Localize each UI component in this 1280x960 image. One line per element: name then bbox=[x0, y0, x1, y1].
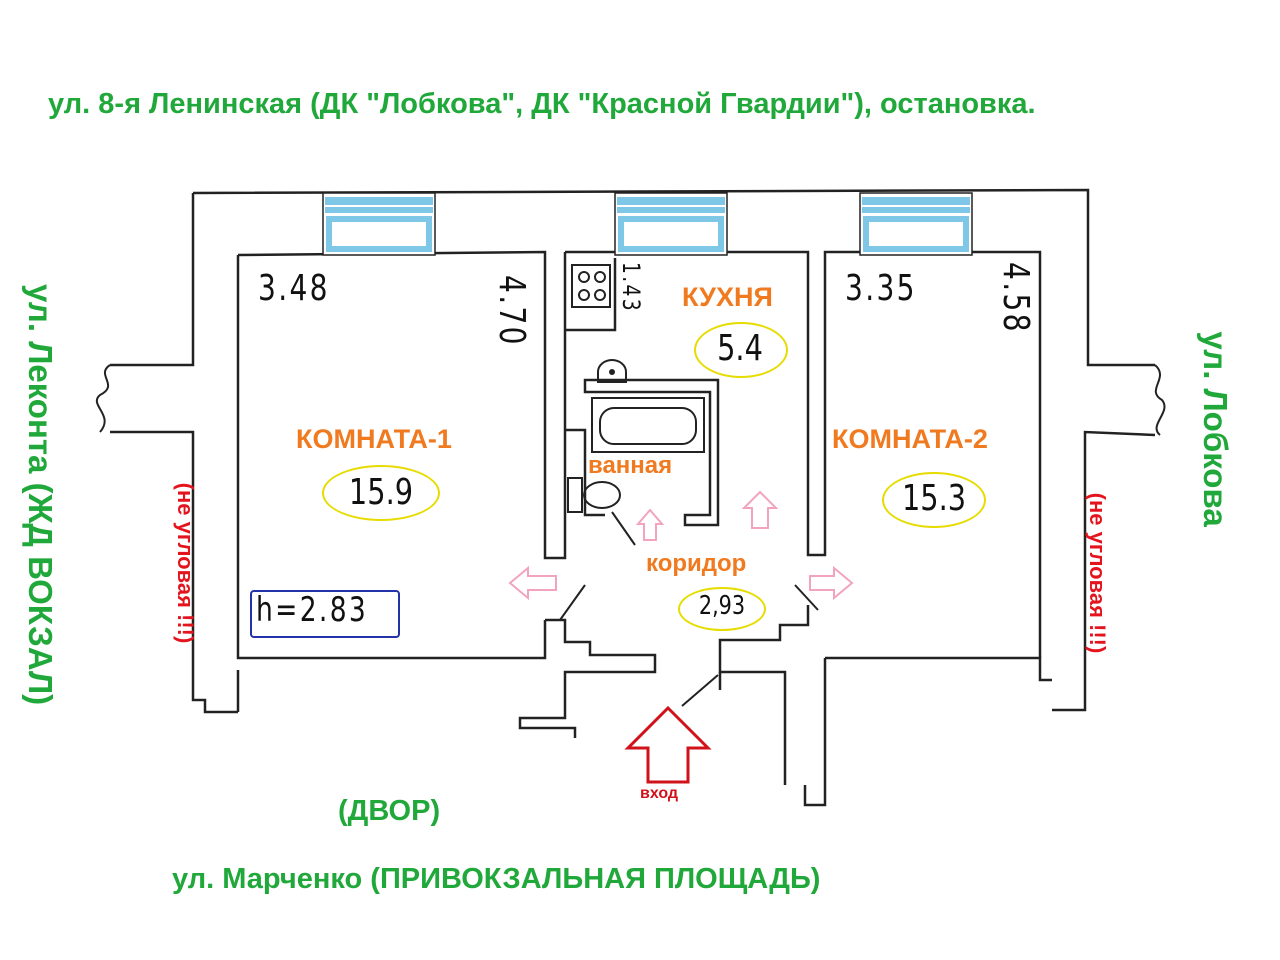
window-room2 bbox=[859, 192, 973, 256]
inner-wall bbox=[518, 618, 657, 738]
arrow-up-icon bbox=[635, 508, 665, 541]
inner-wall bbox=[237, 250, 567, 560]
room2-width: 3.35 bbox=[845, 268, 917, 309]
outer-wall bbox=[110, 193, 195, 367]
ceiling-height: h=2.83 bbox=[256, 590, 369, 630]
bath-wall bbox=[583, 378, 720, 527]
corridor-area: 2,93 bbox=[698, 591, 746, 621]
outer-wall bbox=[1052, 430, 1156, 712]
room1-length: 4.70 bbox=[491, 275, 532, 347]
street-top: ул. 8-я Ленинская (ДК "Лобкова", ДК "Кра… bbox=[48, 88, 1036, 120]
room2-area: 15.3 bbox=[901, 478, 967, 519]
outer-wall bbox=[803, 658, 827, 807]
room1-width: 3.48 bbox=[258, 268, 330, 309]
outer-wall bbox=[110, 430, 238, 714]
entrance-arrow-icon bbox=[624, 705, 712, 784]
arrow-left-icon bbox=[508, 565, 557, 601]
yard-label: (ДВОР) bbox=[338, 795, 441, 827]
street-left: ул. Леконта (ЖД ВОКЗАЛ) bbox=[22, 284, 59, 706]
window-room1 bbox=[322, 192, 436, 256]
outer-wall bbox=[825, 656, 1052, 682]
toilet-icon bbox=[567, 477, 621, 513]
room2-area-ring bbox=[882, 472, 986, 528]
inner-wall bbox=[565, 250, 1042, 658]
kitchen-counter bbox=[565, 258, 617, 332]
kitchen-label: КУХНЯ bbox=[682, 282, 773, 312]
inner-wall bbox=[236, 255, 547, 660]
bath-wall bbox=[565, 428, 605, 517]
room1-label: КОМНАТА-1 bbox=[296, 424, 452, 454]
corridor-area-ring bbox=[678, 587, 766, 631]
wall-break bbox=[1154, 364, 1166, 436]
corridor-label: коридор bbox=[646, 550, 747, 577]
bathroom-label: ванная bbox=[588, 452, 673, 479]
sink-icon bbox=[597, 359, 627, 383]
ceiling-height-box bbox=[250, 590, 400, 638]
inner-wall bbox=[718, 605, 810, 785]
kitchen-width: 1.43 bbox=[617, 262, 645, 314]
kitchen-area-ring bbox=[694, 322, 788, 378]
wall-break bbox=[95, 364, 111, 433]
room1-area-ring bbox=[322, 465, 440, 521]
room1-area: 15.9 bbox=[348, 472, 414, 513]
room2-label: КОМНАТА-2 bbox=[832, 424, 988, 454]
stove-icon bbox=[571, 264, 611, 308]
window-kitchen bbox=[614, 192, 728, 256]
note-not-corner-right: (не угловая !!!) bbox=[1085, 492, 1110, 654]
street-right: ул. Лобкова bbox=[1197, 331, 1234, 527]
kitchen-area: 5.4 bbox=[717, 328, 763, 369]
outer-wall bbox=[192, 188, 1155, 367]
note-not-corner-left: (не угловая !!!) bbox=[173, 482, 198, 644]
arrow-right-icon bbox=[809, 565, 854, 601]
room2-length: 4.58 bbox=[995, 262, 1036, 334]
entrance-label: вход bbox=[640, 785, 679, 802]
street-bottom: ул. Марченко (ПРИВОКЗАЛЬНАЯ ПЛОЩАДЬ) bbox=[172, 863, 821, 895]
bathtub-icon bbox=[591, 397, 705, 453]
arrow-up-icon bbox=[741, 490, 779, 529]
